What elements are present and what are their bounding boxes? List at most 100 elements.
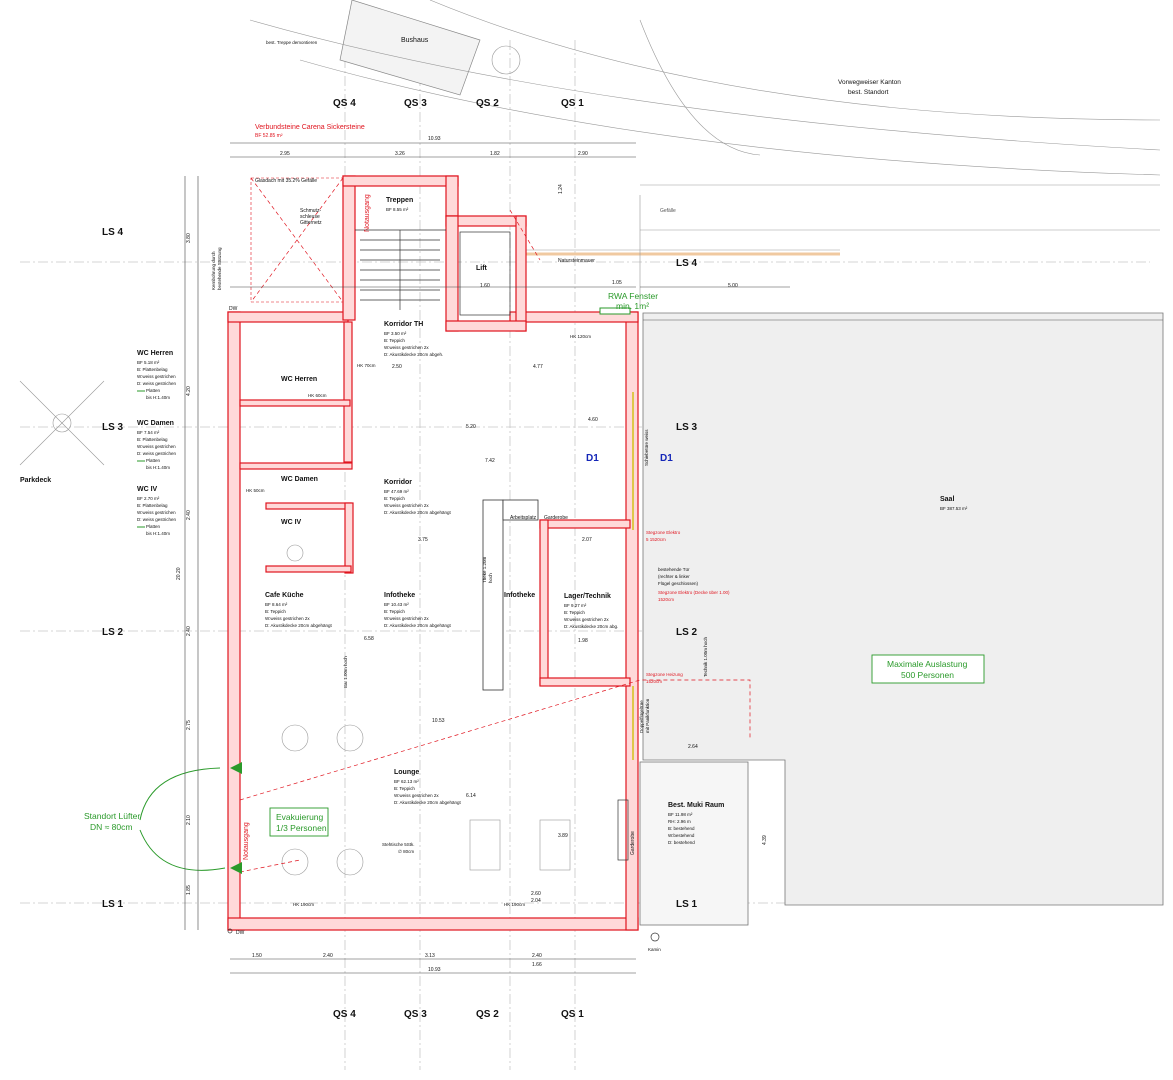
dim-misc-3: 6.14: [466, 793, 476, 799]
room-lager-l0: BF 9.27 m²: [564, 603, 587, 608]
room-lager-name: Lager/Technik: [564, 593, 611, 600]
room-lager-l3: D: Akustikdecke 20cm abg.: [564, 624, 618, 629]
notausgang-top: Notausgang: [364, 194, 371, 232]
wc-legend: WC Herren BF 5.18 m² B: Plattenbelag W:w…: [137, 350, 177, 536]
auslastung-callout: Maximale Auslastung 500 Personen: [871, 654, 985, 684]
dim-left-7: 1.85: [186, 885, 192, 895]
notausgang-bottom: Notausgang: [243, 822, 250, 860]
dim-misc-16: 2.60: [531, 891, 541, 897]
legend-damen-name: WC Damen: [137, 420, 174, 427]
vorwegweiser-line2: best. Standort: [848, 89, 889, 96]
room-wc-damen-name: WC Damen: [281, 476, 318, 483]
room-korridor-th-l0: BF 3.50 m²: [384, 331, 407, 336]
room-lounge-l3: D: Akustikdecke 20cm abgehängt: [394, 800, 462, 805]
legend-iv-l1: B: Plattenbelag: [137, 503, 168, 508]
room-treppen-name: Treppen: [386, 197, 413, 204]
stair-treads: [355, 229, 446, 310]
d1-left-label: D1: [586, 453, 599, 464]
room-cafe-l1: B: Teppich: [265, 609, 286, 614]
room-muki-l1: RH: 2.96 m: [668, 819, 691, 824]
dim-misc-7: 1.60: [480, 283, 490, 289]
ls-left-2: LS 2: [102, 627, 124, 638]
room-lounge-name: Lounge: [394, 769, 419, 776]
dim-misc-8: 3.75: [418, 537, 428, 543]
dim-misc-10: 4.60: [588, 417, 598, 423]
room-lift-name: Lift: [476, 265, 488, 272]
room-muki-l4: D: bestehend: [668, 840, 695, 845]
site-labels: Bushaus best. Treppe demontieren Gefälle…: [20, 37, 901, 952]
ls-right-1: LS 1: [676, 899, 698, 910]
room-korridor-l3: D: Akustikdecke 20cm abgehängt: [384, 510, 452, 515]
counter-infotheke-name: Infotheke: [504, 592, 535, 599]
legend-herren-l0: BF 5.18 m²: [137, 360, 160, 365]
room-labels: Treppen BF 8.55 m² Lift Korridor TH BF 3…: [265, 197, 968, 845]
glasdach-label: Glasdach mit 35.2% Gefälle: [255, 178, 317, 184]
legend-damen-l1: B: Plattenbelag: [137, 437, 168, 442]
room-lounge-l0: BF 62.13 m²: [394, 779, 419, 784]
room-infotheke-l3: D: Akustikdecke 20cm abgehängt: [384, 623, 452, 628]
escape-routes: [239, 209, 751, 873]
auslastung-l1: 500 Personen: [901, 670, 954, 680]
stegzone2-l1: 1520cm: [658, 597, 674, 602]
technik-label: Technik 1.00m hoch: [703, 636, 708, 677]
qs-bottom-3: QS 3: [404, 1009, 427, 1020]
stegzone2-l0: Stegzone Elektro (Decke über 1.00): [658, 590, 730, 595]
legend-damen-l4: Platten: [146, 458, 161, 463]
room-wc-iv-name: WC IV: [281, 519, 302, 526]
qs-bottom-1: QS 1: [561, 1009, 584, 1020]
ls-right-3: LS 3: [676, 422, 698, 433]
stehtische-l0: Stehtische 5Stk.: [382, 842, 415, 847]
ls-left-3: LS 3: [102, 422, 124, 433]
dim-misc-19: 1.05: [612, 280, 622, 286]
arbeitsplatz-label: Arbeitsplatz: [510, 515, 537, 521]
bushaus-label: Bushaus: [401, 37, 429, 44]
dim-misc-4: 5.00: [728, 283, 738, 289]
legend-herren-name: WC Herren: [137, 350, 173, 357]
dim-top-2: 3.26: [395, 151, 405, 157]
parkdeck-symbol: [19, 380, 105, 466]
section-markers-ls: LS 4 LS 3 LS 2 LS 1 LS 4 LS 3 LS 2 LS 1: [102, 227, 698, 910]
dim-bottom-3: 3.13: [425, 953, 435, 959]
ls-left-1: LS 1: [102, 899, 124, 910]
hk-4: HK 190cm: [293, 902, 314, 907]
schmutzschleuse-l1: schleuse: [300, 214, 320, 220]
hk-1: HK 60cm: [308, 393, 327, 398]
dim-misc-17: 2.04: [531, 898, 541, 904]
stehtische-l1: ∅ 80cm: [398, 849, 414, 854]
room-saal-name: Saal: [940, 496, 954, 503]
room-cafe-l0: BF 8.64 m²: [265, 602, 288, 607]
dim-left-3: 2.40: [186, 510, 192, 520]
dim-misc-5: 4.77: [533, 364, 543, 370]
room-muki-name: Best. Muki Raum: [668, 802, 724, 809]
legend-iv-l3: D: weiss gestrichen: [137, 517, 177, 522]
room-muki-l2: B: bestehend: [668, 826, 695, 831]
qs-top-1: QS 1: [561, 98, 584, 109]
room-muki-l0: BF 11.98 m²: [668, 812, 693, 817]
hk-2: HK 50cm: [246, 488, 265, 493]
kernbohrung-l0: Kernbohrung durch: [211, 251, 216, 290]
dim-bottom-1: 1.50: [252, 953, 262, 959]
dim-top-1: 2.95: [280, 151, 290, 157]
luefter-l1: DN ≈ 80cm: [90, 822, 132, 832]
verbundsteine-bf: BF 52.85 m²: [255, 133, 283, 139]
legend-iv-l2: W:weiss gestrichen: [137, 510, 176, 515]
room-infotheke-l1: B: Teppich: [384, 609, 405, 614]
legend-damen-l2: W:weiss gestrichen: [137, 444, 176, 449]
room-korridor-th-l3: D: Akustikdecke 20cm abgeh.: [384, 352, 443, 357]
dim-misc-15: 1.98: [578, 638, 588, 644]
room-cafe-name: Cafe Küche: [265, 592, 304, 599]
doppelfluegel-l0: Doppelflügeltüre: [639, 700, 644, 733]
dim-top-total: 10.93: [428, 136, 441, 142]
ls-right-4: LS 4: [676, 258, 698, 269]
legend-herren-l4: Platten: [146, 388, 161, 393]
dim-misc-6: 2.64: [688, 744, 698, 750]
dim-misc-9: 6.58: [364, 636, 374, 642]
schmutzschleuse-l0: Schmutz-: [300, 208, 321, 214]
dim-bottom-total: 10.93: [428, 967, 441, 973]
site-context: [249, 0, 1161, 305]
room-lounge-l2: W:weiss gestrichen 2x: [394, 793, 439, 798]
schiebetuere-label: Schiebetüre weiss: [644, 429, 649, 466]
room-lager-l1: B: Teppich: [564, 610, 585, 615]
legend-iv-l0: BF 2.70 m²: [137, 496, 160, 501]
stegzone3-l0: Stegzone Heizung: [646, 672, 683, 677]
